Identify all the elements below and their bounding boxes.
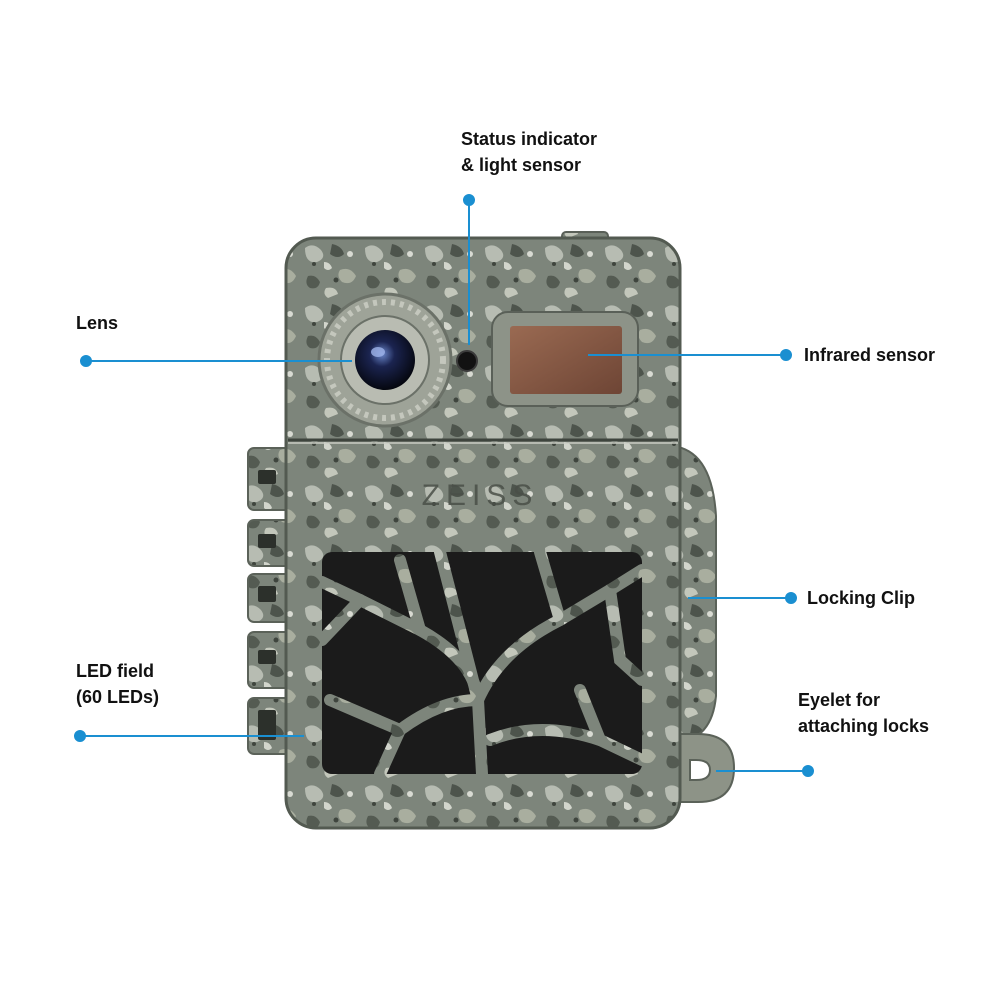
eyelet-label: Eyelet for attaching locks	[798, 687, 929, 739]
eyelet	[671, 733, 736, 803]
eyelet-label-line2: attaching locks	[798, 716, 930, 736]
brand-logo: ZEISS	[422, 479, 539, 512]
infrared-sensor-label: Infrared sensor	[804, 342, 935, 368]
lens	[355, 330, 415, 390]
status-label-line1: Status indicator	[461, 129, 598, 149]
locking-clip-label-text: Locking Clip	[807, 588, 915, 608]
led-field-label-line2: (60 LEDs)	[76, 687, 160, 707]
led-field-label: LED field (60 LEDs)	[76, 658, 159, 710]
status-label-line2: & light sensor	[461, 155, 582, 175]
led-field-label-line1: LED field	[76, 661, 155, 681]
infrared-label-text: Infrared sensor	[804, 345, 936, 365]
led-field	[316, 546, 648, 780]
status-indicator-label: Status indicator & light sensor	[461, 126, 597, 178]
lens-label-text: Lens	[76, 313, 119, 333]
infrared-window	[510, 326, 622, 394]
lens-label: Lens	[76, 310, 118, 336]
locking-clip-label: Locking Clip	[807, 585, 915, 611]
eyelet-label-line1: Eyelet for	[798, 690, 881, 710]
status-indicator	[456, 350, 478, 372]
